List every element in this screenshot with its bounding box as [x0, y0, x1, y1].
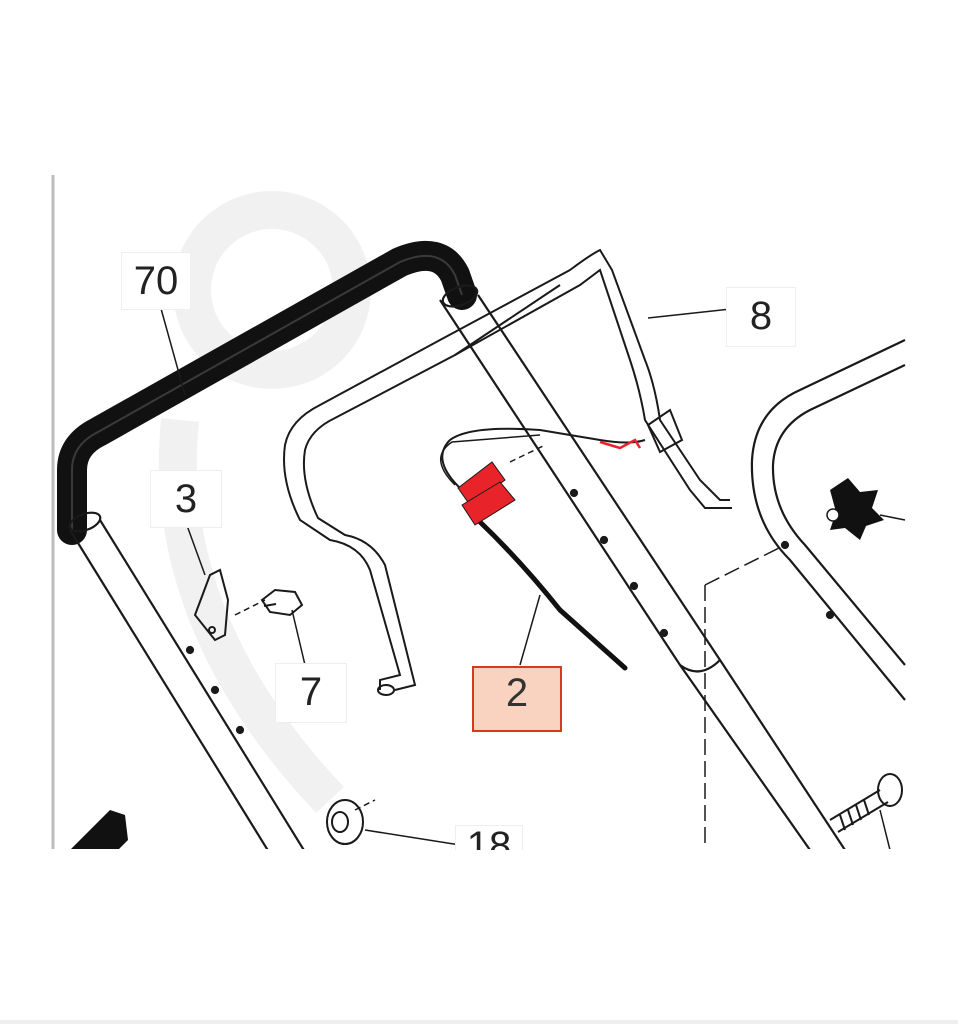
mower-deck — [704, 339, 906, 849]
left-handle-tube — [68, 511, 305, 849]
part-label-2-selected[interactable]: 2 — [472, 666, 562, 732]
screw — [260, 588, 306, 666]
carriage-bolt — [829, 773, 903, 849]
cable-clip-highlight — [457, 461, 516, 526]
handle-knob — [71, 810, 128, 849]
part-label-7[interactable]: 7 — [275, 663, 347, 723]
part-label-18[interactable]: 18 — [455, 825, 523, 850]
leader-lines — [159, 304, 741, 396]
operator-bar — [283, 248, 732, 696]
bottom-divider — [0, 1020, 958, 1024]
part-label-8[interactable]: 8 — [726, 287, 796, 347]
star-knob — [826, 478, 906, 540]
control-cable — [440, 427, 646, 671]
latch-plate — [184, 519, 266, 642]
part-label-3[interactable]: 3 — [150, 470, 222, 528]
right-handle-tube — [439, 284, 846, 849]
nut — [326, 799, 461, 846]
part-label-70[interactable]: 70 — [121, 252, 191, 310]
